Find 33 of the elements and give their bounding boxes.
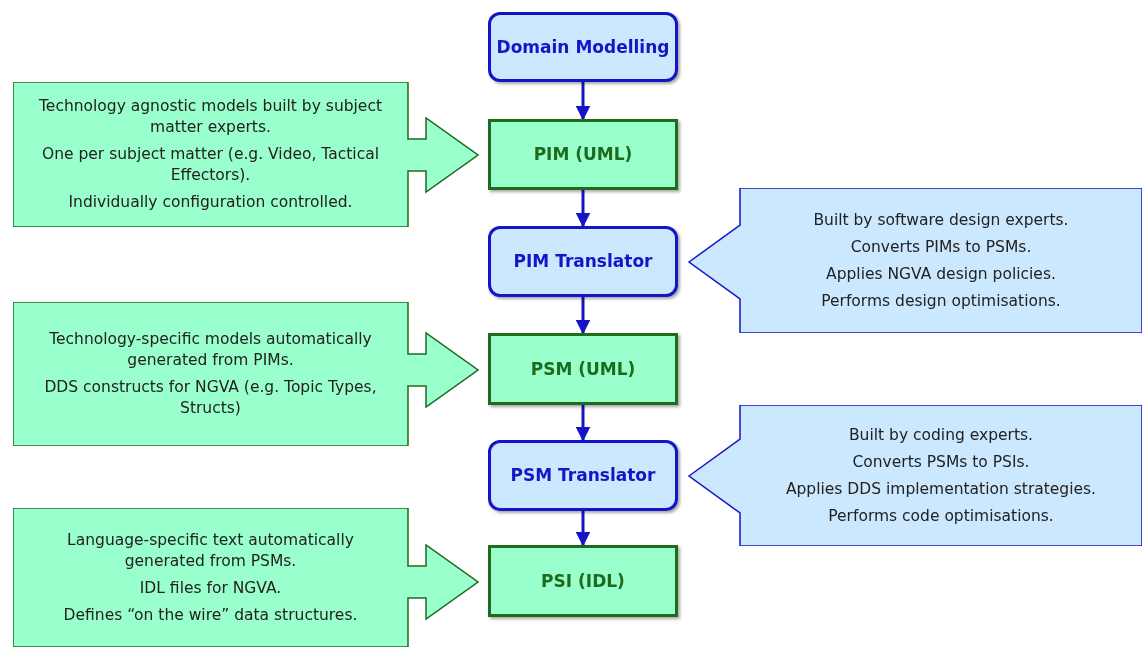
translator-box <box>488 226 678 297</box>
arrow <box>575 297 591 335</box>
callout-text: Individually configuration controlled. <box>68 192 353 213</box>
box-label: Domain Modelling <box>496 35 670 59</box>
box-label: PIM Translator <box>513 250 653 273</box>
callout-text: Converts PIMs to PSMs. <box>850 236 1032 258</box>
arrow <box>575 190 591 228</box>
translator-box <box>488 12 678 82</box>
translator-box <box>488 440 678 511</box>
callout-text: Language-specific text automatically generated from PSMs. <box>66 529 355 572</box>
callout-text: Technology-specific models automatically generated from PIMs. <box>48 329 373 371</box>
callout-text: DDS constructs for NGVA (e.g. Topic Types, Structs) <box>43 377 378 419</box>
callout-text: Built by software design experts. <box>813 209 1069 231</box>
callout-text: Applies DDS implementation strategies. <box>785 478 1097 500</box>
callout-text: Defines “on the wire” data structures. <box>63 604 358 626</box>
arrow <box>575 511 591 547</box>
arrow <box>575 82 591 121</box>
box-label: PSI (IDL) <box>541 569 625 593</box>
arrow <box>575 405 591 442</box>
callout-text: Built by coding experts. <box>849 424 1033 446</box>
callout-text: Converts PSMs to PSIs. <box>852 451 1030 473</box>
box-label: PSM Translator <box>510 464 656 487</box>
callout-text: Performs design optimisations. <box>821 290 1061 312</box>
box-label: PSM (UML) <box>530 357 636 381</box>
callout-text: IDL files for NGVA. <box>139 577 282 599</box>
callout-text: Applies NGVA design policies. <box>826 263 1056 285</box>
callout-text: One per subject matter (e.g. Video, Tactical Effectors). <box>41 144 380 186</box>
model-box <box>488 333 678 405</box>
callout-text: Performs code optimisations. <box>828 505 1054 527</box>
model-box <box>488 545 678 617</box>
callout-text: Technology agnostic models built by subject matter experts. <box>38 96 383 138</box>
model-box <box>488 119 678 190</box>
box-label: PIM (UML) <box>533 143 633 166</box>
